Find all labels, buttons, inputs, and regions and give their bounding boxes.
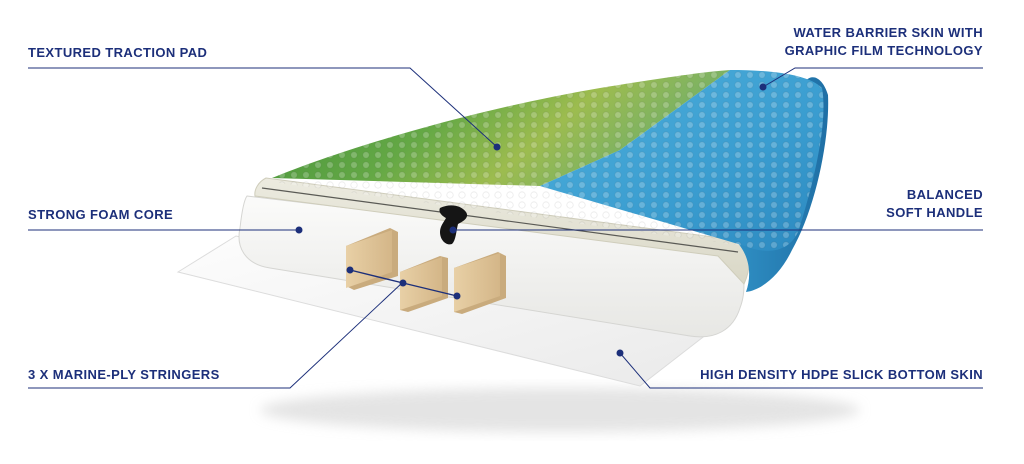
label-water-barrier-line1: WATER BARRIER SKIN WITH bbox=[793, 25, 983, 40]
label-water-barrier: WATER BARRIER SKIN WITH GRAPHIC FILM TEC… bbox=[785, 24, 983, 60]
label-water-barrier-line2: GRAPHIC FILM TECHNOLOGY bbox=[784, 43, 983, 58]
label-bottom-skin: HIGH DENSITY HDPE SLICK BOTTOM SKIN bbox=[700, 366, 983, 384]
dot-stringer-left bbox=[346, 266, 354, 274]
soft-handle bbox=[439, 205, 468, 245]
dot-traction-pad bbox=[493, 143, 501, 151]
dot-bottom-skin bbox=[616, 349, 624, 357]
stringer-middle bbox=[400, 256, 448, 312]
leader-stringers bbox=[28, 282, 403, 389]
deck-seam-line bbox=[261, 187, 739, 253]
leader-bottom-skin bbox=[619, 352, 983, 389]
label-handle-line1: BALANCED bbox=[906, 187, 983, 202]
leader-traction-pad bbox=[28, 67, 498, 148]
label-foam-core-text: STRONG FOAM CORE bbox=[28, 207, 174, 222]
dot-stringer-middle bbox=[399, 279, 407, 287]
dot-water-barrier bbox=[759, 83, 767, 91]
label-bottom-skin-text: HIGH DENSITY HDPE SLICK BOTTOM SKIN bbox=[700, 367, 983, 382]
label-stringers-text: 3 X MARINE-PLY STRINGERS bbox=[28, 367, 220, 382]
leader-water-barrier bbox=[762, 67, 983, 88]
stringer-right bbox=[454, 252, 506, 314]
dot-handle bbox=[449, 226, 457, 234]
label-handle-line2: SOFT HANDLE bbox=[886, 205, 983, 220]
stringer-left bbox=[346, 228, 398, 290]
label-foam-core: STRONG FOAM CORE bbox=[28, 206, 173, 224]
dot-stringer-right bbox=[453, 292, 461, 300]
label-traction-pad-text: TEXTURED TRACTION PAD bbox=[28, 45, 208, 60]
dot-foam-core bbox=[295, 226, 303, 234]
label-stringers: 3 X MARINE-PLY STRINGERS bbox=[28, 366, 220, 384]
label-traction-pad: TEXTURED TRACTION PAD bbox=[28, 44, 207, 62]
ground-shadow bbox=[260, 388, 860, 432]
traction-pad-texture bbox=[272, 70, 824, 251]
label-handle: BALANCED SOFT HANDLE bbox=[886, 186, 983, 222]
